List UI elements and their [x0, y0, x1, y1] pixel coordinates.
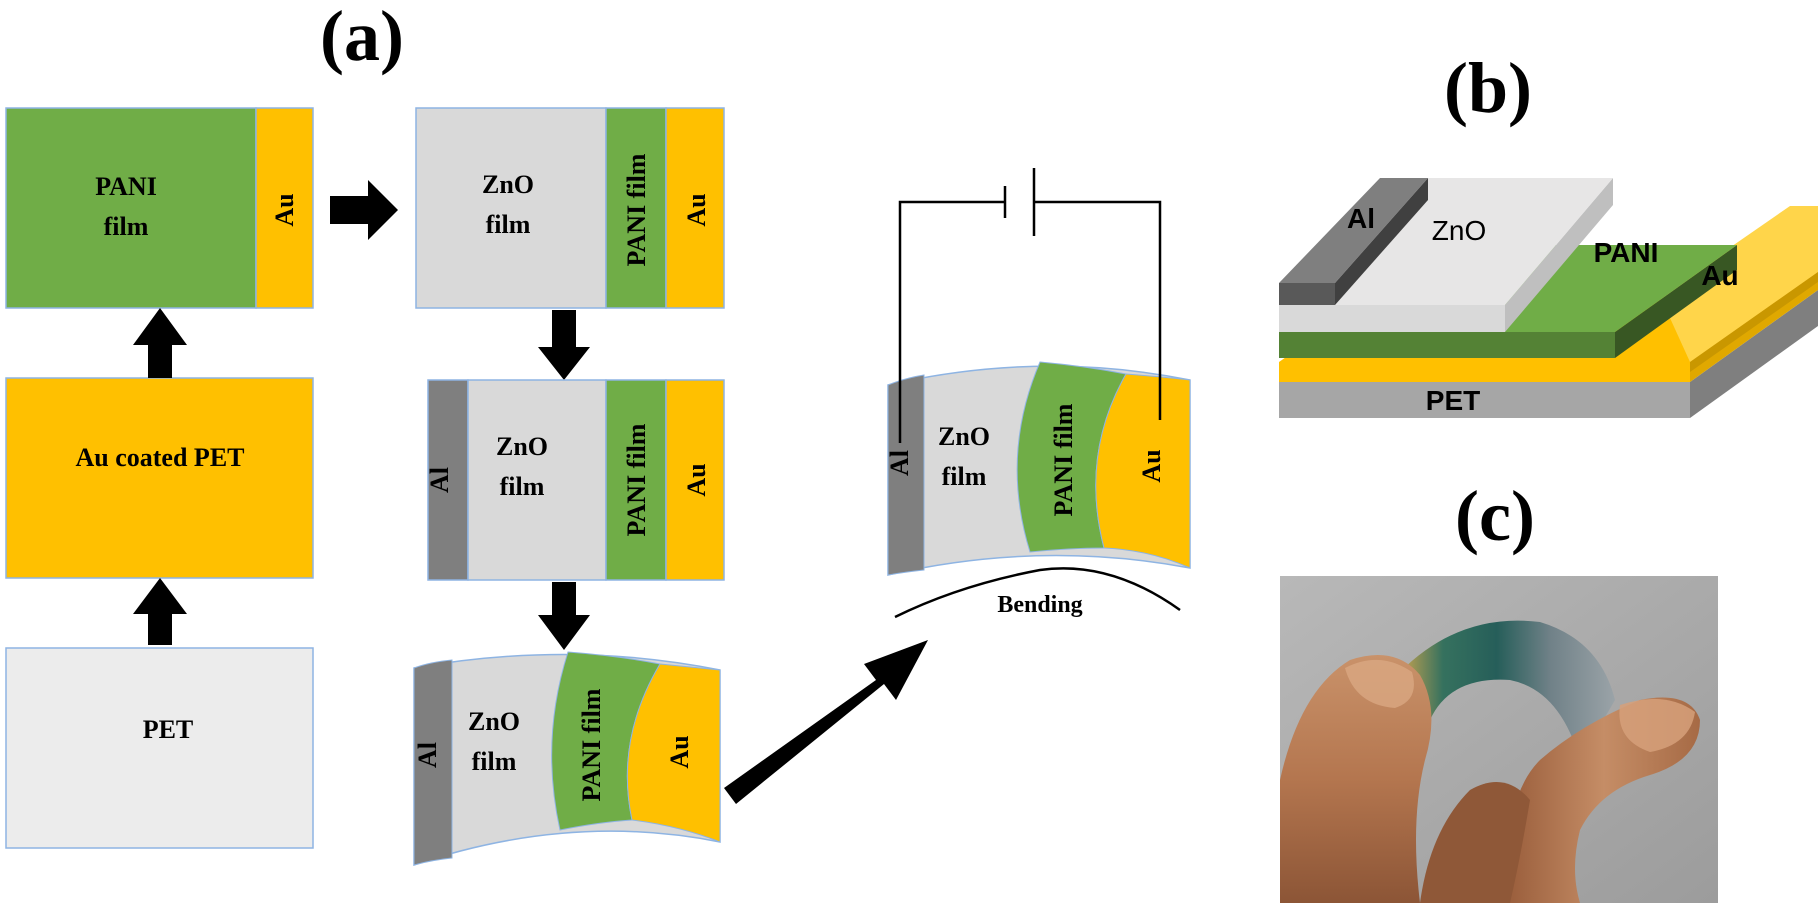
device-3d-al-label: Al	[1347, 203, 1375, 234]
pani-film-vertical-3: PANI film	[577, 688, 606, 801]
au-label-4: Au	[665, 735, 694, 768]
zno-film-label-3-line2: film	[472, 747, 517, 776]
bent-device-bottom: Al ZnO film PANI film Au	[413, 651, 721, 867]
zno-film-label-3-line1: ZnO	[468, 707, 520, 736]
al-label-2: Al	[413, 742, 442, 768]
pet-block: PET	[5, 647, 314, 849]
zno-film-label-2-line1: ZnO	[496, 432, 548, 461]
al-label-1: Al	[425, 467, 454, 493]
bent-device-photo	[1280, 576, 1718, 903]
au-label-3: Au	[682, 463, 711, 496]
circuit-battery	[898, 168, 1162, 443]
bent-device-with-circuit: Al ZnO film PANI film Au	[885, 361, 1191, 576]
pani-film-vertical-1: PANI film	[622, 153, 651, 266]
panel-label-a: (a)	[320, 0, 404, 76]
au-label-2: Au	[682, 193, 711, 226]
al-label-3: Al	[885, 450, 914, 476]
arrow-right-1	[330, 180, 398, 240]
pani-film-label-line2: film	[104, 212, 149, 241]
device-3d-structure	[1279, 178, 1818, 418]
device-3d-zno-label: ZnO	[1432, 215, 1486, 246]
pani-film-vertical-4: PANI film	[1049, 403, 1078, 516]
arrow-up-2	[133, 578, 187, 645]
zno-film-label-line1: ZnO	[482, 170, 534, 199]
arrow-down-2	[538, 582, 590, 650]
bending-label: Bending	[997, 592, 1082, 618]
pani-film-vertical-2: PANI film	[622, 423, 651, 536]
panel-label-c: (c)	[1455, 476, 1535, 556]
au-label-1: Au	[270, 193, 299, 226]
au-coated-pet-block: Au coated PET	[5, 377, 314, 579]
device-3d-au-label: Au	[1701, 260, 1738, 291]
zno-film-label-line2: film	[486, 210, 531, 239]
al-zno-pani-au-block: Al ZnO film PANI film Au	[425, 379, 725, 581]
device-3d-pet-label: PET	[1426, 385, 1480, 416]
arrow-diagonal	[724, 640, 928, 804]
zno-film-label-2-line2: film	[500, 472, 545, 501]
zno-pani-au-block: ZnO film PANI film Au	[415, 107, 725, 309]
au-label-5: Au	[1137, 449, 1166, 482]
arrow-down-1	[538, 310, 590, 380]
pani-film-label-line1: PANI	[95, 172, 157, 201]
panel-label-b: (b)	[1444, 48, 1532, 128]
zno-film-label-4-line2: film	[942, 462, 987, 491]
bending-indicator: Bending	[894, 567, 1181, 619]
pet-label: PET	[143, 715, 194, 744]
pani-on-au-block: PANI film Au	[5, 107, 314, 309]
zno-film-label-4-line1: ZnO	[938, 422, 990, 451]
device-3d-pani-label: PANI	[1594, 237, 1659, 268]
arrow-up-1	[133, 308, 187, 378]
au-coated-pet-label: Au coated PET	[76, 443, 245, 472]
